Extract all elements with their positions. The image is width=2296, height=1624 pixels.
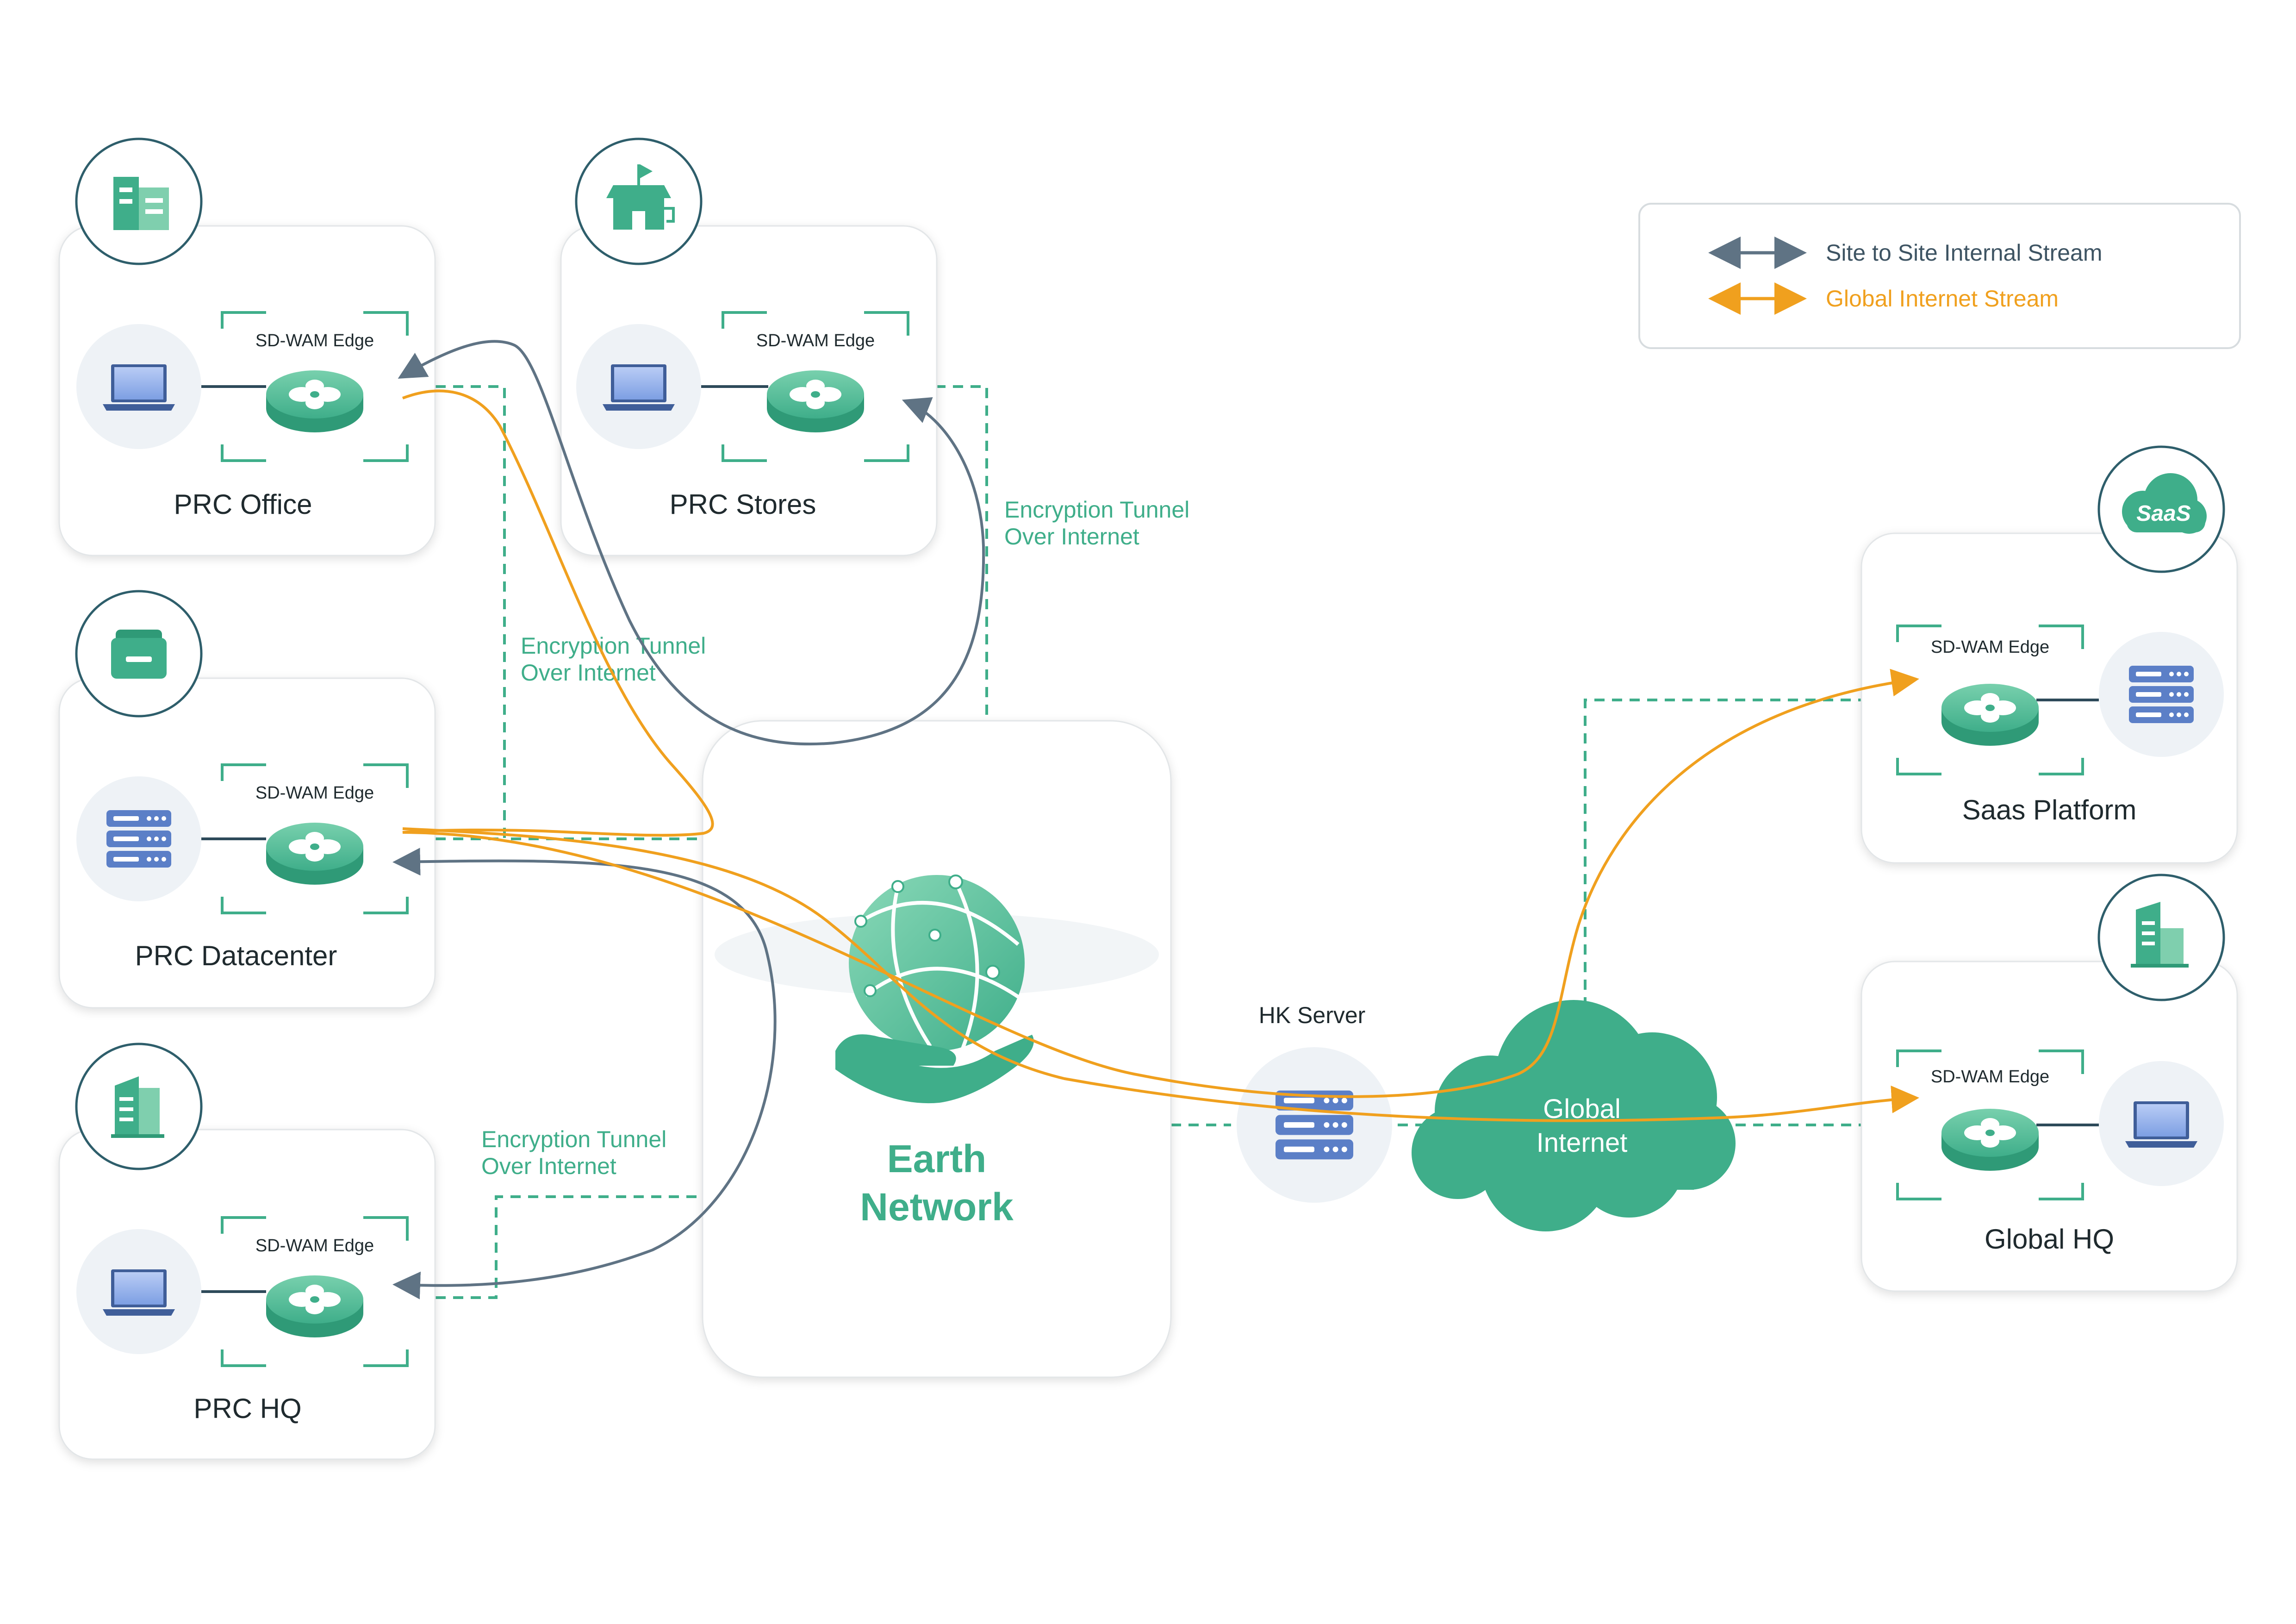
server-rack-icon [106, 810, 171, 868]
earth-network-title-line2: Network [860, 1185, 1014, 1229]
tunnel-label-stores: Encryption Tunnel Over Internet [1004, 497, 1189, 550]
router-icon [266, 823, 363, 885]
server-rack-icon [1276, 1090, 1353, 1160]
edge-label: SD-WAM Edge [756, 331, 875, 350]
legend-internal-stream: Site to Site Internal Stream [1708, 237, 2103, 269]
router-icon [266, 370, 363, 432]
edge-label: SD-WAM Edge [1931, 637, 2049, 657]
site-prc-stores: SD-WAM Edge PRC Stores [560, 137, 938, 556]
tunnel-label-office: Encryption Tunnel Over Internet [521, 633, 706, 686]
hk-server: HK Server [1237, 1002, 1392, 1203]
site-title: Saas Platform [1962, 794, 2137, 825]
site-prc-hq: SD-WAM Edge PRC HQ [58, 1043, 436, 1460]
office-building-icon [75, 137, 203, 265]
server-rack-icon [2129, 666, 2194, 723]
internet-stream-office-to-saas [402, 389, 1919, 1098]
edge-label: SD-WAM Edge [255, 331, 374, 350]
site-title: PRC Datacenter [135, 940, 337, 971]
tunnel-label-line1: Encryption Tunnel [481, 1126, 666, 1152]
saas-icon-text: SaaS [2136, 501, 2190, 526]
site-saas-platform: SaaS SD-WAM Edge Saas Platform [1860, 445, 2238, 864]
internal-stream-datacenter-to-hq [392, 848, 777, 1299]
site-prc-office: SD-WAM Edge PRC Office [58, 137, 436, 556]
internet-stream-datacenter-to-global-hq [402, 827, 1919, 1122]
datacenter-icon [75, 590, 203, 718]
tunnel-office [400, 385, 703, 840]
tunnel-label-line2: Over Internet [521, 660, 656, 686]
tunnel-hq [400, 1195, 703, 1299]
tunnel-internet-to-saas [1584, 699, 1903, 1060]
internal-stream-office-to-stores [398, 340, 985, 746]
hk-server-label: HK Server [1259, 1002, 1366, 1028]
site-title: PRC HQ [193, 1393, 301, 1424]
router-icon [767, 370, 864, 432]
global-internet-line2: Internet [1537, 1128, 1628, 1158]
global-internet: Global Internet [1412, 1000, 1736, 1231]
legend: Site to Site Internal Stream Global Inte… [1638, 203, 2241, 349]
legend-internal-label: Site to Site Internal Stream [1826, 240, 2103, 266]
site-global-hq: SD-WAM Edge Global HQ [1860, 874, 2238, 1292]
tunnel-label-line1: Encryption Tunnel [1004, 497, 1189, 523]
site-title: Global HQ [1985, 1224, 2114, 1255]
site-title: PRC Office [174, 489, 312, 520]
global-internet-line1: Global [1543, 1094, 1621, 1124]
tunnel-label-line2: Over Internet [1004, 524, 1139, 550]
tunnel-label-line2: Over Internet [481, 1153, 616, 1179]
site-prc-datacenter: SD-WAM Edge PRC Datacenter [58, 590, 436, 1009]
tunnel-label-line1: Encryption Tunnel [521, 633, 706, 659]
site-title: PRC Stores [670, 489, 816, 520]
edge-label: SD-WAM Edge [255, 1236, 374, 1255]
internal-streams [392, 340, 985, 1299]
encryption-tunnel-lines [400, 385, 1903, 1299]
headquarters-building-icon [75, 1043, 203, 1170]
cloud-icon [1412, 1000, 1736, 1231]
router-icon [266, 1275, 363, 1337]
legend-internet-label: Global Internet Stream [1826, 286, 2059, 312]
globe-in-hand-icon [715, 874, 1159, 1104]
earth-network: Earth Network [702, 720, 1172, 1378]
store-icon [575, 137, 703, 265]
internet-streams [402, 389, 1919, 1122]
router-icon [1941, 684, 2039, 746]
tunnel-label-hq: Encryption Tunnel Over Internet [481, 1126, 666, 1179]
global-hq-building-icon [2097, 874, 2225, 1001]
edge-label: SD-WAM Edge [255, 783, 374, 803]
earth-network-title-line1: Earth [887, 1137, 987, 1181]
saas-cloud-icon: SaaS [2097, 445, 2225, 573]
legend-internet-stream: Global Internet Stream [1708, 282, 2059, 315]
router-icon [1941, 1109, 2039, 1171]
edge-label: SD-WAM Edge [1931, 1067, 2049, 1087]
